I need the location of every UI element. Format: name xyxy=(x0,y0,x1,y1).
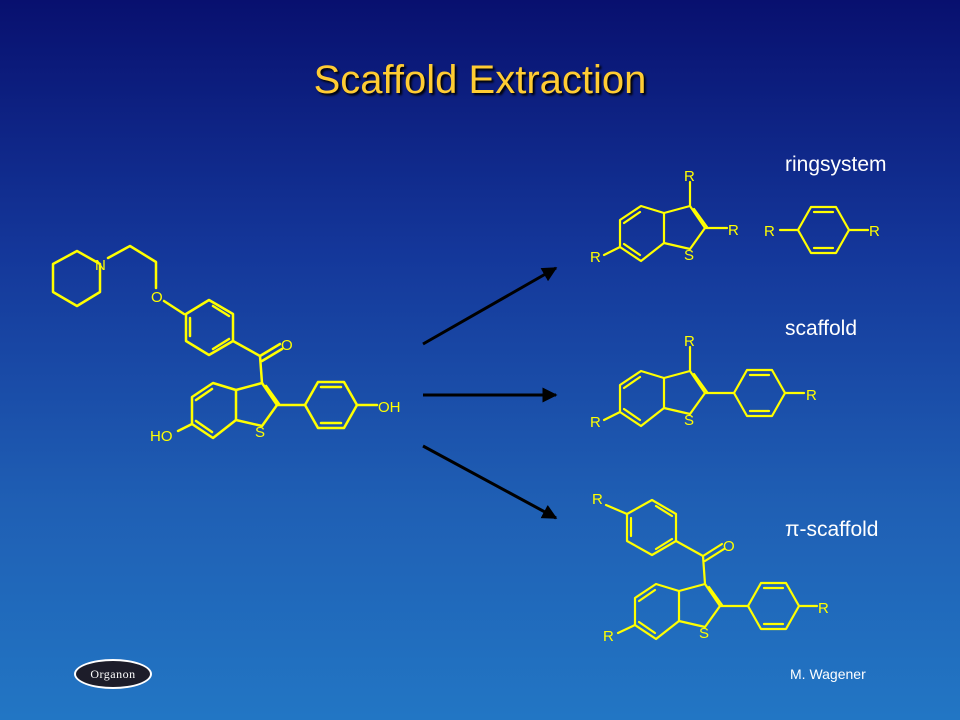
atom-s: S xyxy=(255,424,265,441)
atom-s: S xyxy=(684,247,694,264)
phenyl-upper xyxy=(184,298,235,357)
ether-bond xyxy=(162,299,186,316)
phenyl-right xyxy=(303,380,359,430)
scaffold-molecule xyxy=(602,345,806,428)
author-name: M. Wagener xyxy=(790,666,866,682)
atom-r: R xyxy=(764,223,775,240)
organon-logo: Organon xyxy=(74,659,152,689)
piperidine-ring xyxy=(51,249,102,308)
atom-o-ether: O xyxy=(151,289,163,306)
pi-scaffold-molecule xyxy=(604,498,819,641)
pi-scaffold-atoms: R O S R R xyxy=(592,491,829,645)
ethyl-chain xyxy=(106,244,158,290)
atom-s: S xyxy=(699,625,709,642)
atom-r: R xyxy=(684,168,695,185)
scaffold-label: scaffold xyxy=(785,317,857,340)
pi-scaffold-label: π-scaffold xyxy=(785,518,879,541)
atom-oh: OH xyxy=(378,399,401,416)
atom-r: R xyxy=(728,222,739,239)
ringsystem-label: ringsystem xyxy=(785,153,887,176)
atom-r: R xyxy=(590,414,601,431)
benzo-ring xyxy=(190,381,238,440)
carbonyl-bond xyxy=(258,342,284,363)
arrow-down xyxy=(422,444,558,520)
atom-r: R xyxy=(806,387,817,404)
atom-r: R xyxy=(818,600,829,617)
ringsystem-molecules xyxy=(602,180,870,263)
atom-n: N xyxy=(95,257,106,274)
atom-r: R xyxy=(684,333,695,350)
atom-s: S xyxy=(684,412,694,429)
source-atoms: N O O S OH HO xyxy=(95,257,401,445)
scaffold-atoms: R S R R xyxy=(590,333,817,431)
atom-r: R xyxy=(603,628,614,645)
source-molecule xyxy=(51,244,379,440)
slide-title: Scaffold Extraction xyxy=(313,58,647,102)
thiophene-ring xyxy=(234,381,279,428)
arrow-up xyxy=(422,266,558,346)
ringsystem-atoms: R R S R R R xyxy=(590,168,880,266)
atom-o-carbonyl: O xyxy=(281,337,293,354)
atom-r: R xyxy=(592,491,603,508)
atom-r: R xyxy=(590,249,601,266)
arrows xyxy=(422,266,558,520)
atom-o-carbonyl: O xyxy=(723,538,735,555)
atom-ho: HO xyxy=(150,428,173,445)
logo-text: Organon xyxy=(90,666,136,681)
atom-r: R xyxy=(869,223,880,240)
